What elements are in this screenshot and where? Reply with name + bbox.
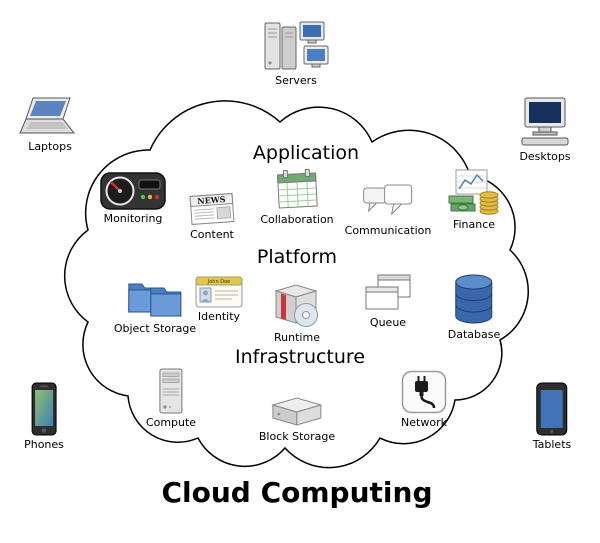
node-label-phones: Phones [24,438,64,451]
database-cylinder-icon [455,274,493,324]
node-block-storage: Block Storage [259,394,335,443]
id-card-icon: John Doe [195,276,243,308]
node-label-identity: Identity [197,310,241,323]
node-content: NEWS Content [187,192,237,241]
node-label-queue: Queue [369,316,407,329]
node-label-collaboration: Collaboration [260,213,334,226]
folders-icon [128,283,182,317]
chat-bubbles-icon [363,184,413,216]
laptop-icon [19,97,76,134]
compute-tower-icon [159,368,183,414]
runtime-box-cd-icon [274,284,318,327]
block-storage-box-icon [271,397,323,426]
node-label-desktops: Desktops [519,150,571,163]
node-collaboration: Collaboration [260,169,334,226]
node-monitoring: Monitoring [100,172,166,225]
node-servers: Servers [262,20,330,87]
node-label-runtime: Runtime [274,331,320,344]
node-network: Network [401,370,447,429]
id-card-name: John Doe [207,279,230,285]
node-compute: Compute [146,368,196,429]
finance-chart-money-icon [448,169,499,215]
node-label-content: Content [190,228,234,241]
layer-label-infrastructure: Infrastructure [234,346,366,368]
node-desktops: Desktops [516,96,574,163]
layer-label-application: Application [252,142,360,164]
node-finance: Finance [447,168,501,231]
node-label-network: Network [401,416,447,429]
newspaper-icon: NEWS [189,193,235,225]
node-label-object-storage: Object Storage [113,322,197,335]
layer-label-platform: Platform [256,246,338,268]
network-plug-icon [401,370,447,414]
node-phones: Phones [24,382,64,451]
node-runtime: Runtime [270,279,324,344]
servers-icon [264,21,329,70]
tablet-icon [536,382,568,436]
node-label-finance: Finance [452,218,496,231]
node-label-compute: Compute [145,416,197,429]
node-communication: Communication [344,182,432,237]
monitoring-gauge-icon [100,172,166,210]
node-database: Database [447,272,501,341]
calendar-icon [276,169,318,209]
desktop-icon [521,97,569,146]
node-object-storage: Object Storage [114,274,196,335]
node-label-laptops: Laptops [28,140,72,153]
node-tablets: Tablets [532,382,572,451]
node-laptops: Laptops [18,96,82,153]
node-label-database: Database [447,328,501,341]
news-masthead: NEWS [197,194,226,206]
node-queue: Queue [364,273,412,329]
diagram-title: Cloud Computing [161,476,433,509]
node-identity: John Doe Identity [195,276,243,323]
node-label-tablets: Tablets [532,438,572,451]
node-label-block-storage: Block Storage [258,430,336,443]
node-label-monitoring: Monitoring [103,212,163,225]
stacked-windows-icon [365,274,411,310]
node-label-communication: Communication [344,224,432,237]
node-label-servers: Servers [275,74,317,87]
phone-icon [31,382,57,436]
